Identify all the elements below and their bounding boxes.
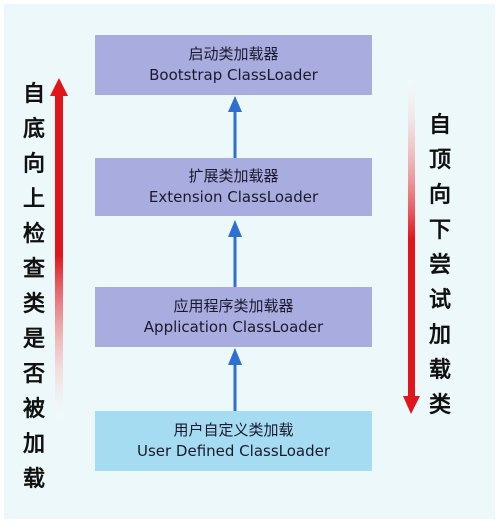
right-label-char: 自 [428, 112, 451, 138]
left-label-char: 向 [22, 151, 45, 177]
left-label-char: 载 [22, 466, 45, 492]
bootstrap-classloader-en: Bootstrap ClassLoader [149, 66, 318, 84]
right-label-char: 下 [428, 217, 451, 243]
right-label-char: 试 [428, 287, 451, 313]
right-label-char: 载 [428, 357, 451, 383]
left-label-char: 类 [22, 291, 45, 317]
bootstrap-classloader-cn: 启动类加载器 [188, 45, 279, 63]
blue-arrow-3 [228, 348, 242, 411]
left-label-char: 底 [22, 116, 45, 142]
right-vertical-label: 自 顶 向 下 尝 试 加 载 类 [420, 108, 460, 423]
left-label-char: 加 [22, 431, 45, 457]
left-label-char: 查 [22, 256, 45, 282]
left-vertical-label: 自 底 向 上 检 查 类 是 否 被 加 载 [14, 77, 54, 497]
left-label-char: 自 [22, 81, 45, 107]
extension-classloader-en: Extension ClassLoader [148, 188, 319, 206]
application-classloader-box: 应用程序类加载器 Application ClassLoader [95, 287, 372, 347]
user-defined-classloader-cn: 用户自定义类加载 [173, 421, 294, 439]
right-label-char: 类 [428, 392, 451, 418]
right-label-char: 尝 [428, 252, 451, 278]
red-up-arrow [50, 78, 68, 419]
left-label-char: 上 [22, 186, 45, 212]
extension-classloader-box: 扩展类加载器 Extension ClassLoader [95, 158, 372, 216]
right-label-char: 加 [428, 322, 451, 348]
red-down-arrow [403, 80, 420, 414]
user-defined-classloader-en: User Defined ClassLoader [136, 442, 331, 460]
application-classloader-en: Application ClassLoader [143, 318, 324, 336]
application-classloader-cn: 应用程序类加载器 [173, 297, 294, 315]
blue-arrow-2 [228, 220, 242, 287]
left-label-char: 是 [22, 326, 45, 352]
user-defined-classloader-box: 用户自定义类加载 User Defined ClassLoader [95, 411, 372, 471]
right-label-char: 向 [428, 182, 451, 208]
extension-classloader-cn: 扩展类加载器 [188, 167, 279, 185]
left-label-char: 被 [22, 396, 45, 422]
left-label-char: 否 [22, 361, 45, 387]
right-label-char: 顶 [428, 147, 451, 173]
bootstrap-classloader-box: 启动类加载器 Bootstrap ClassLoader [95, 35, 372, 95]
blue-arrow-1 [228, 96, 242, 158]
left-label-char: 检 [22, 221, 45, 247]
